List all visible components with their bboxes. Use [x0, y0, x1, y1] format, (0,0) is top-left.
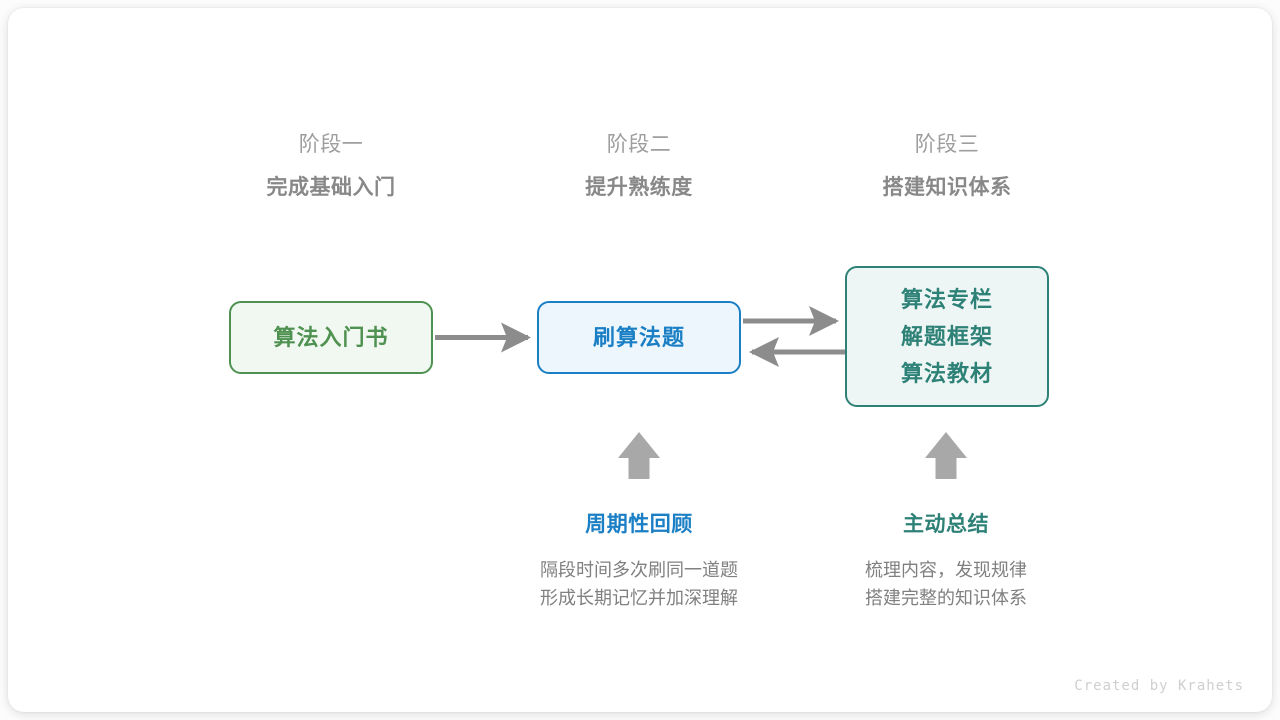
note-active-summary-desc-line-1: 梳理内容，发现规律 [865, 560, 1027, 580]
watermark-credit: Created by Krahets [1074, 678, 1244, 694]
node-practice-problems[interactable]: 刷算法题 [537, 301, 741, 374]
node-algorithm-intro-book[interactable]: 算法入门书 [229, 301, 433, 374]
note-periodic-review: 周期性回顾 隔段时间多次刷同一道题 形成长期记忆并加深理解 [489, 510, 789, 612]
node-practice-line-1: 刷算法题 [592, 325, 685, 350]
node-knowledge-resources[interactable]: 算法专栏 解题框架 算法教材 [845, 266, 1049, 407]
stage-1-number: 阶段一 [298, 133, 364, 156]
stage-3-number: 阶段三 [914, 133, 980, 156]
stage-2-number: 阶段二 [606, 133, 672, 156]
node-knowledge-line-1: 算法专栏 [900, 287, 993, 312]
note-active-summary-desc: 梳理内容，发现规律 搭建完整的知识体系 [796, 556, 1096, 612]
note-periodic-review-title: 周期性回顾 [585, 513, 693, 536]
stage-header-1: 阶段一 完成基础入门 [201, 130, 461, 204]
note-active-summary-desc-line-2: 搭建完整的知识体系 [865, 588, 1027, 608]
node-knowledge-line-3: 算法教材 [900, 361, 993, 386]
stage-header-3: 阶段三 搭建知识体系 [817, 130, 1077, 204]
stage-3-title: 搭建知识体系 [882, 176, 1012, 199]
note-periodic-review-desc-line-2: 形成长期记忆并加深理解 [540, 588, 738, 608]
note-periodic-review-desc-line-1: 隔段时间多次刷同一道题 [540, 560, 738, 580]
stage-1-title: 完成基础入门 [266, 176, 396, 199]
node-book-line-1: 算法入门书 [273, 325, 389, 350]
note-active-summary: 主动总结 梳理内容，发现规律 搭建完整的知识体系 [796, 510, 1096, 612]
stage-2-title: 提升熟练度 [585, 176, 693, 199]
note-periodic-review-desc: 隔段时间多次刷同一道题 形成长期记忆并加深理解 [489, 556, 789, 612]
note-active-summary-title: 主动总结 [903, 513, 989, 536]
node-knowledge-line-2: 解题框架 [900, 324, 993, 349]
stage-header-2: 阶段二 提升熟练度 [509, 130, 769, 204]
